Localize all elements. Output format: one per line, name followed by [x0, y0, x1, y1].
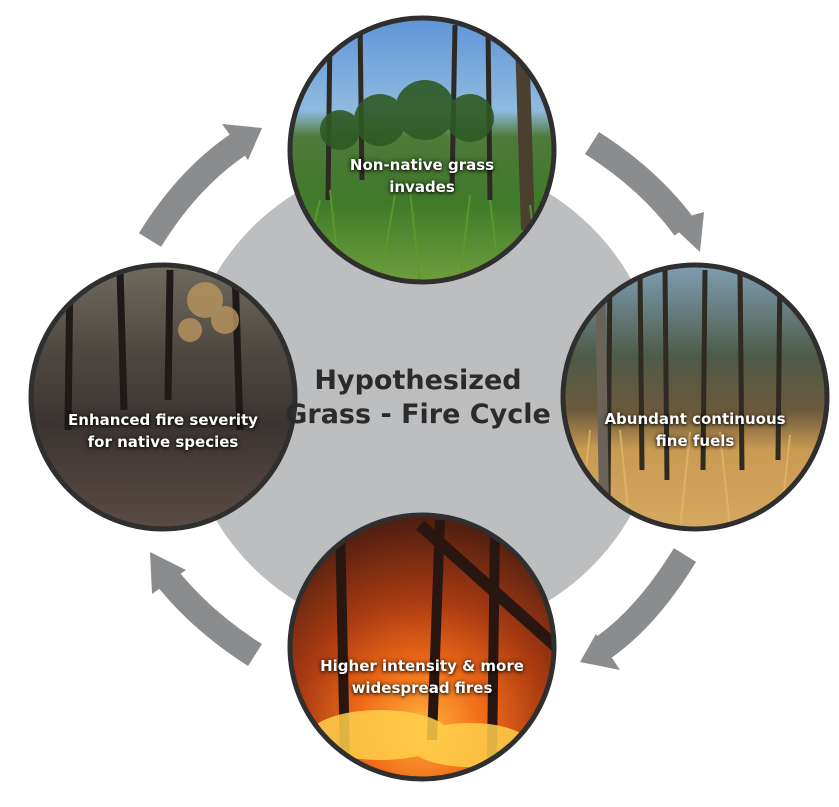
node-right-image [560, 262, 830, 532]
center-disc [182, 157, 662, 637]
node-label-left: Enhanced fire severity for native specie… [68, 411, 258, 451]
arrow-head-bottom-to-left [150, 552, 186, 594]
arrow-left-to-top [138, 129, 253, 247]
arrow-head-left-to-top [222, 124, 262, 160]
node-bottom-image [287, 512, 557, 782]
arrow-right-to-bottom [592, 548, 697, 661]
node-label-bottom: Higher intensity & more widespread fires [320, 657, 524, 697]
arrow-head-right-to-bottom [580, 634, 620, 670]
arrow-top-to-right [584, 132, 696, 236]
node-left-image [28, 262, 298, 532]
arrow-bottom-to-left [154, 566, 263, 666]
node-label-top: Non-native grass invades [349, 156, 495, 196]
diagram-title: Hypothesized Grass - Fire Cycle [285, 365, 551, 430]
cycle-arrows [138, 124, 704, 670]
arrow-head-top-to-right [668, 212, 704, 252]
node-top-image [287, 15, 557, 285]
node-label-right: Abundant continuous fine fuels [604, 410, 786, 450]
